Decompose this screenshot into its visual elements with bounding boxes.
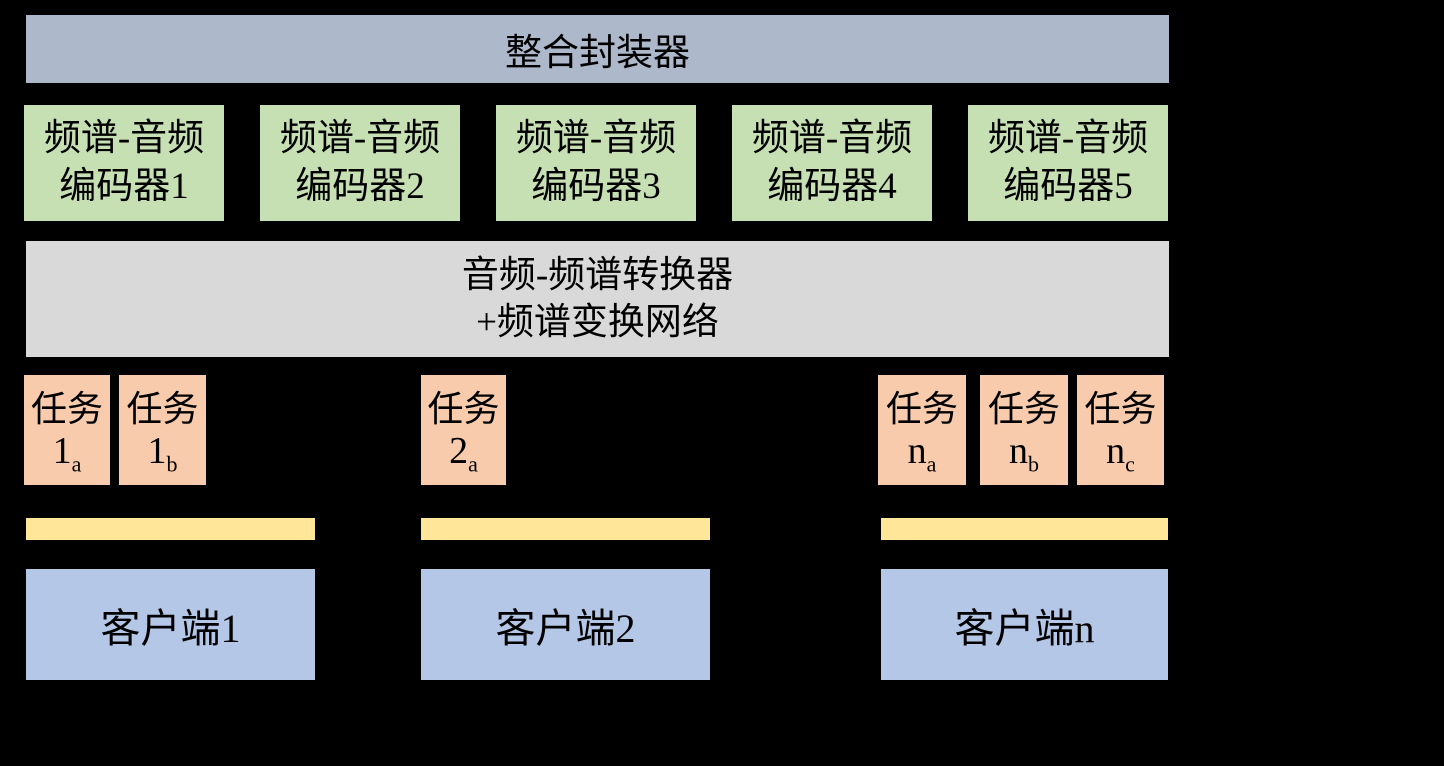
encoder-label-line2: 编码器4 [767, 166, 897, 207]
task-box-2a: 任务 2a [421, 375, 506, 485]
client-box-1: 客户端1 [26, 569, 315, 680]
encoder-box-4: 频谱-音频 编码器4 [732, 105, 932, 221]
task-label: 任务 [30, 389, 103, 429]
task-box-1a: 任务 1a [24, 375, 110, 485]
task-id: na [907, 430, 937, 477]
converter-box: 音频-频谱转换器 +频谱变换网络 [26, 241, 1169, 357]
encoder-box-5: 频谱-音频 编码器5 [968, 105, 1168, 221]
encoder-label-line1: 频谱-音频 [515, 118, 677, 159]
buffer-bar-1 [26, 518, 315, 540]
task-id: 1b [147, 430, 178, 477]
task-id: 2a [449, 430, 478, 477]
converter-label-line2: +频谱变换网络 [476, 302, 719, 343]
encoder-box-3: 频谱-音频 编码器3 [496, 105, 696, 221]
task-box-na: 任务 na [878, 375, 966, 485]
client-label: 客户端1 [100, 605, 241, 651]
encoder-box-1: 频谱-音频 编码器1 [24, 105, 224, 221]
client-label: 客户端n [954, 605, 1095, 651]
wrapper-label: 整合封装器 [505, 33, 690, 74]
task-id: nc [1106, 430, 1135, 477]
task-label: 任务 [885, 389, 958, 429]
task-id: nb [1009, 430, 1039, 477]
wrapper-box: 整合封装器 [26, 15, 1169, 83]
encoder-label-line2: 编码器2 [295, 166, 425, 207]
client-label: 客户端2 [495, 605, 636, 651]
buffer-bar-2 [421, 518, 710, 540]
task-box-nb: 任务 nb [980, 375, 1068, 485]
client-box-n: 客户端n [881, 569, 1168, 680]
task-box-1b: 任务 1b [119, 375, 206, 485]
task-box-nc: 任务 nc [1077, 375, 1164, 485]
encoder-label-line1: 频谱-音频 [43, 118, 205, 159]
task-label: 任务 [427, 389, 500, 429]
task-label: 任务 [126, 389, 199, 429]
task-label: 任务 [987, 389, 1060, 429]
encoder-label-line1: 频谱-音频 [279, 118, 441, 159]
task-label: 任务 [1084, 389, 1157, 429]
buffer-bar-3 [881, 518, 1168, 540]
encoder-label-line1: 频谱-音频 [751, 118, 913, 159]
encoder-label-line2: 编码器1 [59, 166, 189, 207]
encoder-label-line2: 编码器3 [531, 166, 661, 207]
encoder-label-line1: 频谱-音频 [987, 118, 1149, 159]
client-box-2: 客户端2 [421, 569, 710, 680]
converter-label-line1: 音频-频谱转换器 [461, 255, 734, 296]
encoder-box-2: 频谱-音频 编码器2 [260, 105, 460, 221]
encoder-label-line2: 编码器5 [1003, 166, 1133, 207]
task-id: 1a [52, 430, 82, 477]
